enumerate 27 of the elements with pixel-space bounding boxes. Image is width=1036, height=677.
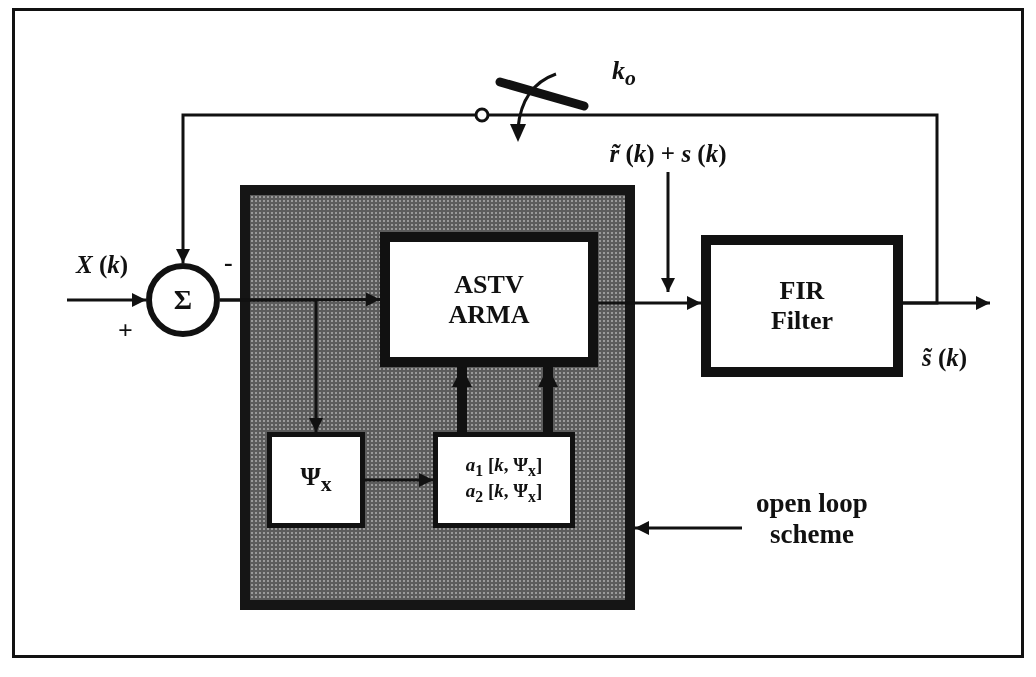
block-box — [701, 235, 903, 377]
arrow — [365, 473, 433, 487]
arrow — [598, 296, 701, 310]
sign-label: - — [224, 250, 233, 276]
block-box — [267, 432, 365, 528]
edge-label: s̃ (k) — [922, 345, 968, 370]
edge-label: X (k) — [76, 252, 129, 277]
arrow — [635, 521, 742, 535]
node-text: a$_{1}$ [k, Ψ$_{x}$] a$_{2}$ [k, Ψ$_{x}$] — [464, 454, 544, 506]
node-text: ASTV ARMA — [447, 269, 531, 330]
arrow — [452, 367, 472, 432]
switch-label: k$_{o}$ — [612, 58, 636, 90]
block-box — [380, 232, 598, 367]
shaded-panel — [240, 185, 635, 610]
node-text: open loop scheme — [755, 487, 869, 551]
arrow — [176, 113, 939, 305]
arrow — [220, 292, 380, 307]
arrow — [67, 293, 146, 307]
node-text: Ψ$_{x}$ — [300, 462, 332, 498]
arrow — [538, 367, 558, 432]
node-text: FIR Filter — [769, 276, 835, 336]
node-text: Σ — [173, 283, 193, 317]
sign-label: + — [118, 318, 133, 344]
arrow — [661, 172, 675, 292]
node-text: r̃ (k) + s (k) — [609, 139, 727, 169]
block-box — [433, 432, 575, 528]
arrow — [220, 298, 323, 432]
